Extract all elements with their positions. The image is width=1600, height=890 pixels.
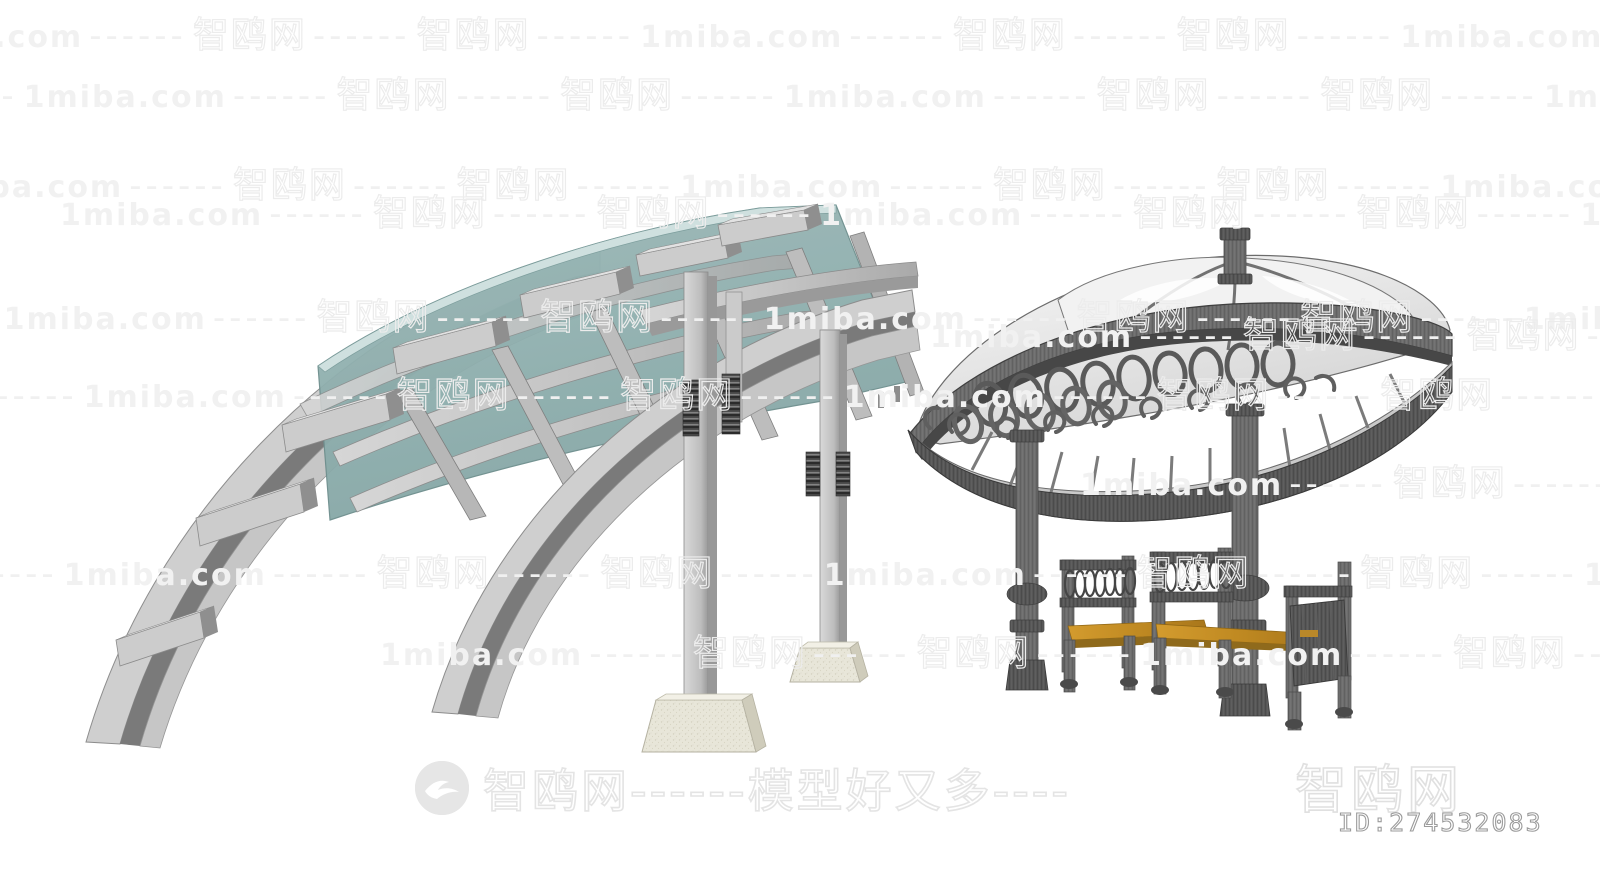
model-id-label: ID:274532083 — [1337, 807, 1543, 837]
concrete-footing-secondary — [789, 641, 869, 683]
ornate-scroll-frieze — [922, 340, 1337, 445]
curved-glass-canopy — [85, 203, 925, 753]
support-column-main — [683, 271, 717, 707]
column-coil-connectors — [682, 373, 851, 497]
watermark-bottom-right: 智鸥网 — [1294, 748, 1464, 823]
bench-connector — [1300, 630, 1318, 637]
bench-right — [1149, 547, 1319, 699]
watermark-bottom-center: 智鸥网------模型好又多---- — [415, 755, 1071, 821]
edge-brackets — [878, 386, 900, 408]
dome-roof — [914, 254, 1451, 445]
watermark-bottom-text: 智鸥网------模型好又多---- — [482, 763, 1071, 819]
waste-bin — [1283, 561, 1353, 731]
ornate-dome-pavilion — [907, 227, 1453, 731]
dome-finial — [1217, 227, 1253, 285]
watermark-brand-large: 智鸥网 — [1294, 760, 1464, 822]
pavilion-column-left — [1005, 429, 1049, 691]
dome-cornice — [910, 302, 1453, 460]
cantilever-beams — [115, 203, 822, 667]
concrete-footing-main — [641, 693, 767, 753]
arch-rib-front — [431, 289, 921, 719]
seagull-logo-icon — [415, 761, 469, 815]
